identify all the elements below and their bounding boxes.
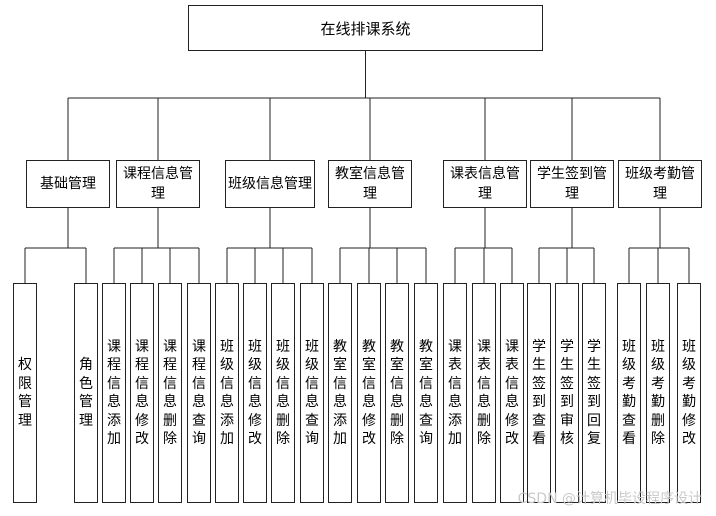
- module-box: 课程信息管理: [116, 160, 200, 208]
- function-box: 课程信息添加: [102, 283, 126, 503]
- function-box-label: 教室信息删除: [390, 338, 404, 448]
- function-box-label: 课程信息查询: [192, 338, 206, 448]
- function-box: 课表信息添加: [443, 283, 467, 503]
- function-box-label: 班级考勤查看: [622, 338, 636, 448]
- function-box-label: 班级信息查询: [305, 338, 319, 448]
- function-box-label: 课程信息添加: [107, 338, 121, 448]
- function-box-label: 角色管理: [79, 357, 93, 429]
- function-box: 班级考勤删除: [646, 283, 670, 503]
- module-box-label: 课表信息管理: [450, 166, 520, 202]
- module-box: 学生签到管理: [530, 160, 614, 208]
- function-box: 班级信息删除: [271, 283, 295, 503]
- system-root-box: 在线排课系统: [188, 5, 543, 51]
- module-box-label: 班级考勤管理: [625, 166, 695, 202]
- module-box-label: 课程信息管理: [123, 166, 193, 202]
- function-box: 学生签到审核: [555, 283, 579, 503]
- module-box: 课表信息管理: [443, 160, 527, 208]
- module-box-label: 班级信息管理: [228, 176, 312, 192]
- function-box-label: 班级信息添加: [220, 338, 234, 448]
- function-box-label: 班级考勤修改: [682, 338, 696, 448]
- function-box-label: 班级信息删除: [276, 338, 290, 448]
- function-box: 教室信息添加: [328, 283, 352, 503]
- function-box: 权限管理: [13, 283, 37, 503]
- function-box-label: 教室信息添加: [333, 338, 347, 448]
- function-box-label: 学生签到审核: [560, 338, 574, 448]
- function-box: 班级信息查询: [300, 283, 324, 503]
- system-root-box-label: 在线排课系统: [320, 19, 411, 38]
- function-box-label: 教室信息修改: [362, 338, 376, 448]
- module-box-label: 教室信息管理: [335, 166, 405, 202]
- module-box: 基础管理: [26, 160, 110, 208]
- function-box: 教室信息查询: [414, 283, 438, 503]
- module-box: 教室信息管理: [328, 160, 412, 208]
- function-box-label: 课表信息添加: [448, 338, 462, 448]
- function-box: 教室信息修改: [357, 283, 381, 503]
- function-box: 班级信息添加: [215, 283, 239, 503]
- function-box: 班级考勤修改: [677, 283, 701, 503]
- module-box-label: 基础管理: [40, 176, 96, 192]
- function-box-label: 班级信息修改: [248, 338, 262, 448]
- function-box: 学生签到查看: [527, 283, 551, 503]
- function-box: 学生签到回复: [582, 283, 606, 503]
- function-box-label: 课程信息修改: [135, 338, 149, 448]
- function-box: 课程信息修改: [130, 283, 154, 503]
- function-box-label: 课表信息修改: [505, 338, 519, 448]
- function-box: 班级考勤查看: [617, 283, 641, 503]
- function-box: 教室信息删除: [385, 283, 409, 503]
- function-box: 课表信息修改: [500, 283, 524, 503]
- module-box: 班级信息管理: [225, 160, 315, 208]
- function-box-label: 课程信息删除: [163, 338, 177, 448]
- function-box-label: 学生签到查看: [532, 338, 546, 448]
- function-box: 班级信息修改: [243, 283, 267, 503]
- csdn-watermark: CSDN @计算机毕设程序设计: [517, 491, 702, 507]
- function-box-label: 教室信息查询: [419, 338, 433, 448]
- function-box-label: 学生签到回复: [587, 338, 601, 448]
- function-box: 课程信息删除: [158, 283, 182, 503]
- module-box-label: 学生签到管理: [537, 166, 607, 202]
- function-box-label: 权限管理: [18, 357, 32, 429]
- function-box-label: 课表信息删除: [477, 338, 491, 448]
- module-box: 班级考勤管理: [618, 160, 702, 208]
- function-box-label: 班级考勤删除: [651, 338, 665, 448]
- function-box: 课表信息删除: [472, 283, 496, 503]
- function-box: 角色管理: [74, 283, 98, 503]
- function-box: 课程信息查询: [187, 283, 211, 503]
